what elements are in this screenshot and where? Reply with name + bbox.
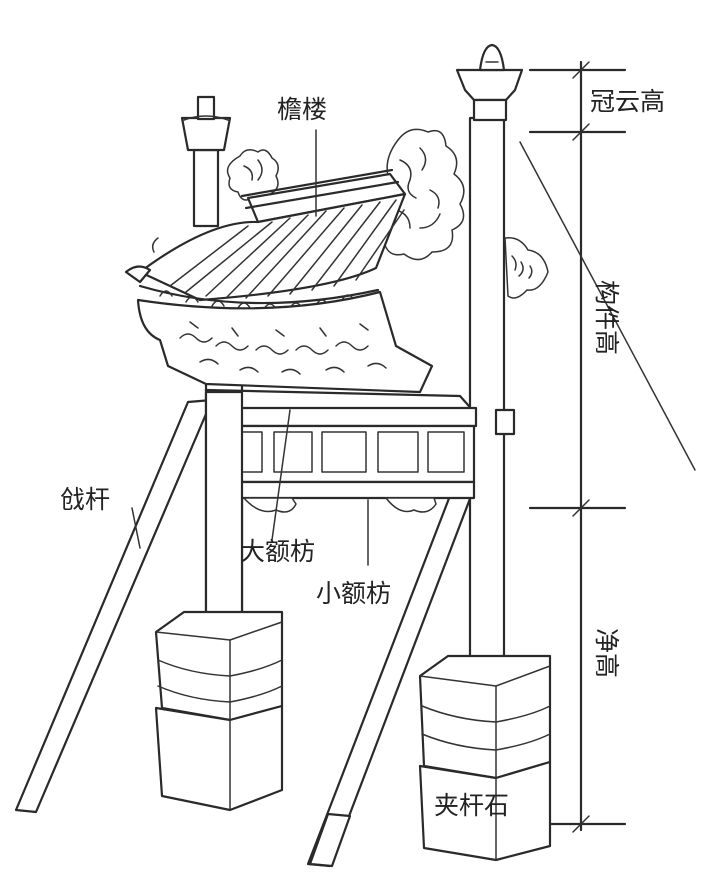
clamp-stone-left	[154, 610, 284, 812]
clamp-stone-right	[418, 654, 552, 862]
label-crown-height: 冠云高	[590, 87, 665, 116]
left-post-front	[204, 390, 244, 632]
brace-right-foot	[308, 812, 352, 868]
big-beam	[204, 388, 478, 484]
label-clear-height: 净高	[592, 628, 621, 678]
roof	[124, 128, 465, 394]
label-roof: 檐楼	[277, 95, 327, 124]
label-brace: 戗杆	[60, 485, 110, 514]
label-clamp-stone: 夹杆石	[434, 791, 509, 820]
small-beam	[218, 480, 476, 513]
construction-line	[519, 141, 696, 471]
label-big-beam: 大额枋	[240, 537, 315, 566]
leader-lines	[131, 129, 369, 566]
brace-left	[14, 398, 214, 814]
label-small-beam: 小额枋	[316, 579, 391, 608]
right-post	[455, 43, 524, 668]
label-member-height: 构件高	[592, 280, 621, 355]
post-ornament	[504, 237, 549, 299]
